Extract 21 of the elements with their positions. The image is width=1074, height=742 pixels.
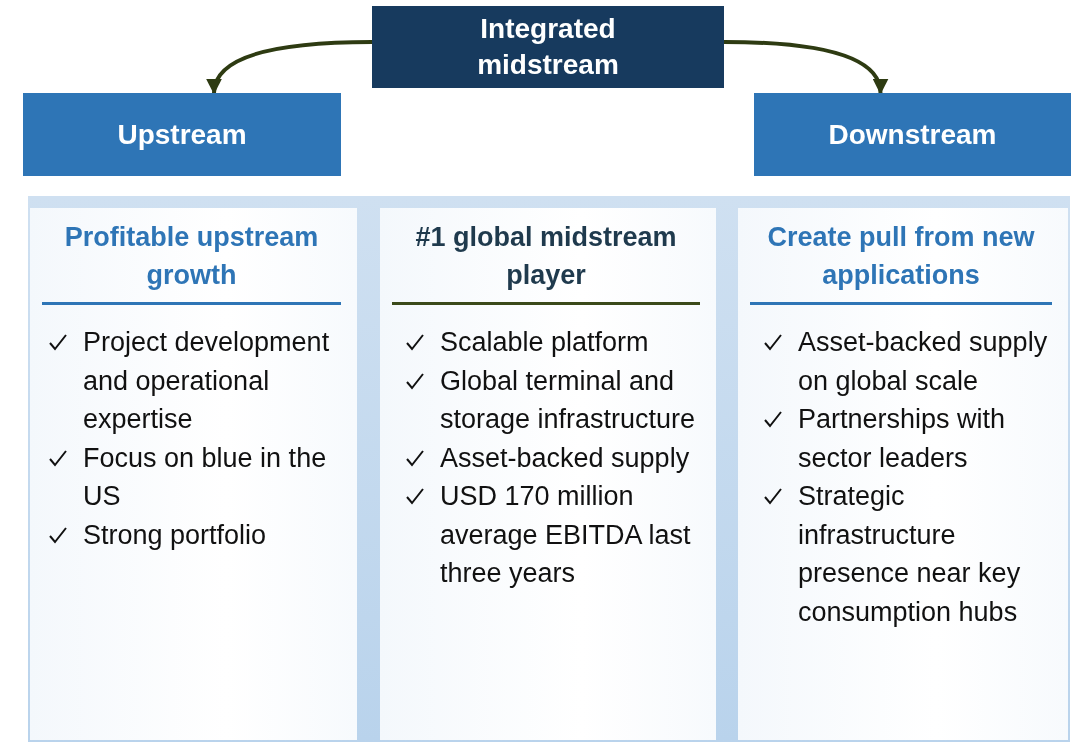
column-heading: Profitable upstream growth bbox=[42, 208, 341, 305]
column-card bbox=[380, 208, 716, 740]
bullet-text: Strategic infrastructure presence near key consumption hubs bbox=[798, 480, 1022, 629]
bullet-text: Partnerships with sector leaders bbox=[798, 403, 1007, 475]
bullet-text: Asset-backed supply on global scale bbox=[798, 326, 1049, 398]
bullet-text: Scalable platform bbox=[440, 326, 650, 359]
arrow bbox=[723, 40, 887, 95]
title-box: Integrated midstream bbox=[372, 6, 724, 88]
column-heading: Create pull from new applications bbox=[750, 208, 1052, 305]
bullet-text: Asset-backed supply bbox=[440, 441, 691, 475]
arrow bbox=[208, 40, 373, 95]
column-card bbox=[30, 208, 357, 740]
stage-box: Upstream bbox=[23, 93, 341, 176]
column-heading: #1 global midstream player bbox=[392, 208, 700, 305]
bullet-text: Global terminal and storage infrastructure bbox=[440, 364, 697, 436]
bullet-text: USD 170 million average EBITDA last three years bbox=[440, 480, 692, 590]
bullet-text: Focus on blue in the US bbox=[83, 441, 328, 513]
stage-box: Downstream bbox=[754, 93, 1071, 176]
column-card bbox=[738, 208, 1068, 740]
bullet-text: Project development and operational expertise bbox=[83, 326, 331, 436]
bullet-text: Strong portfolio bbox=[83, 518, 268, 552]
